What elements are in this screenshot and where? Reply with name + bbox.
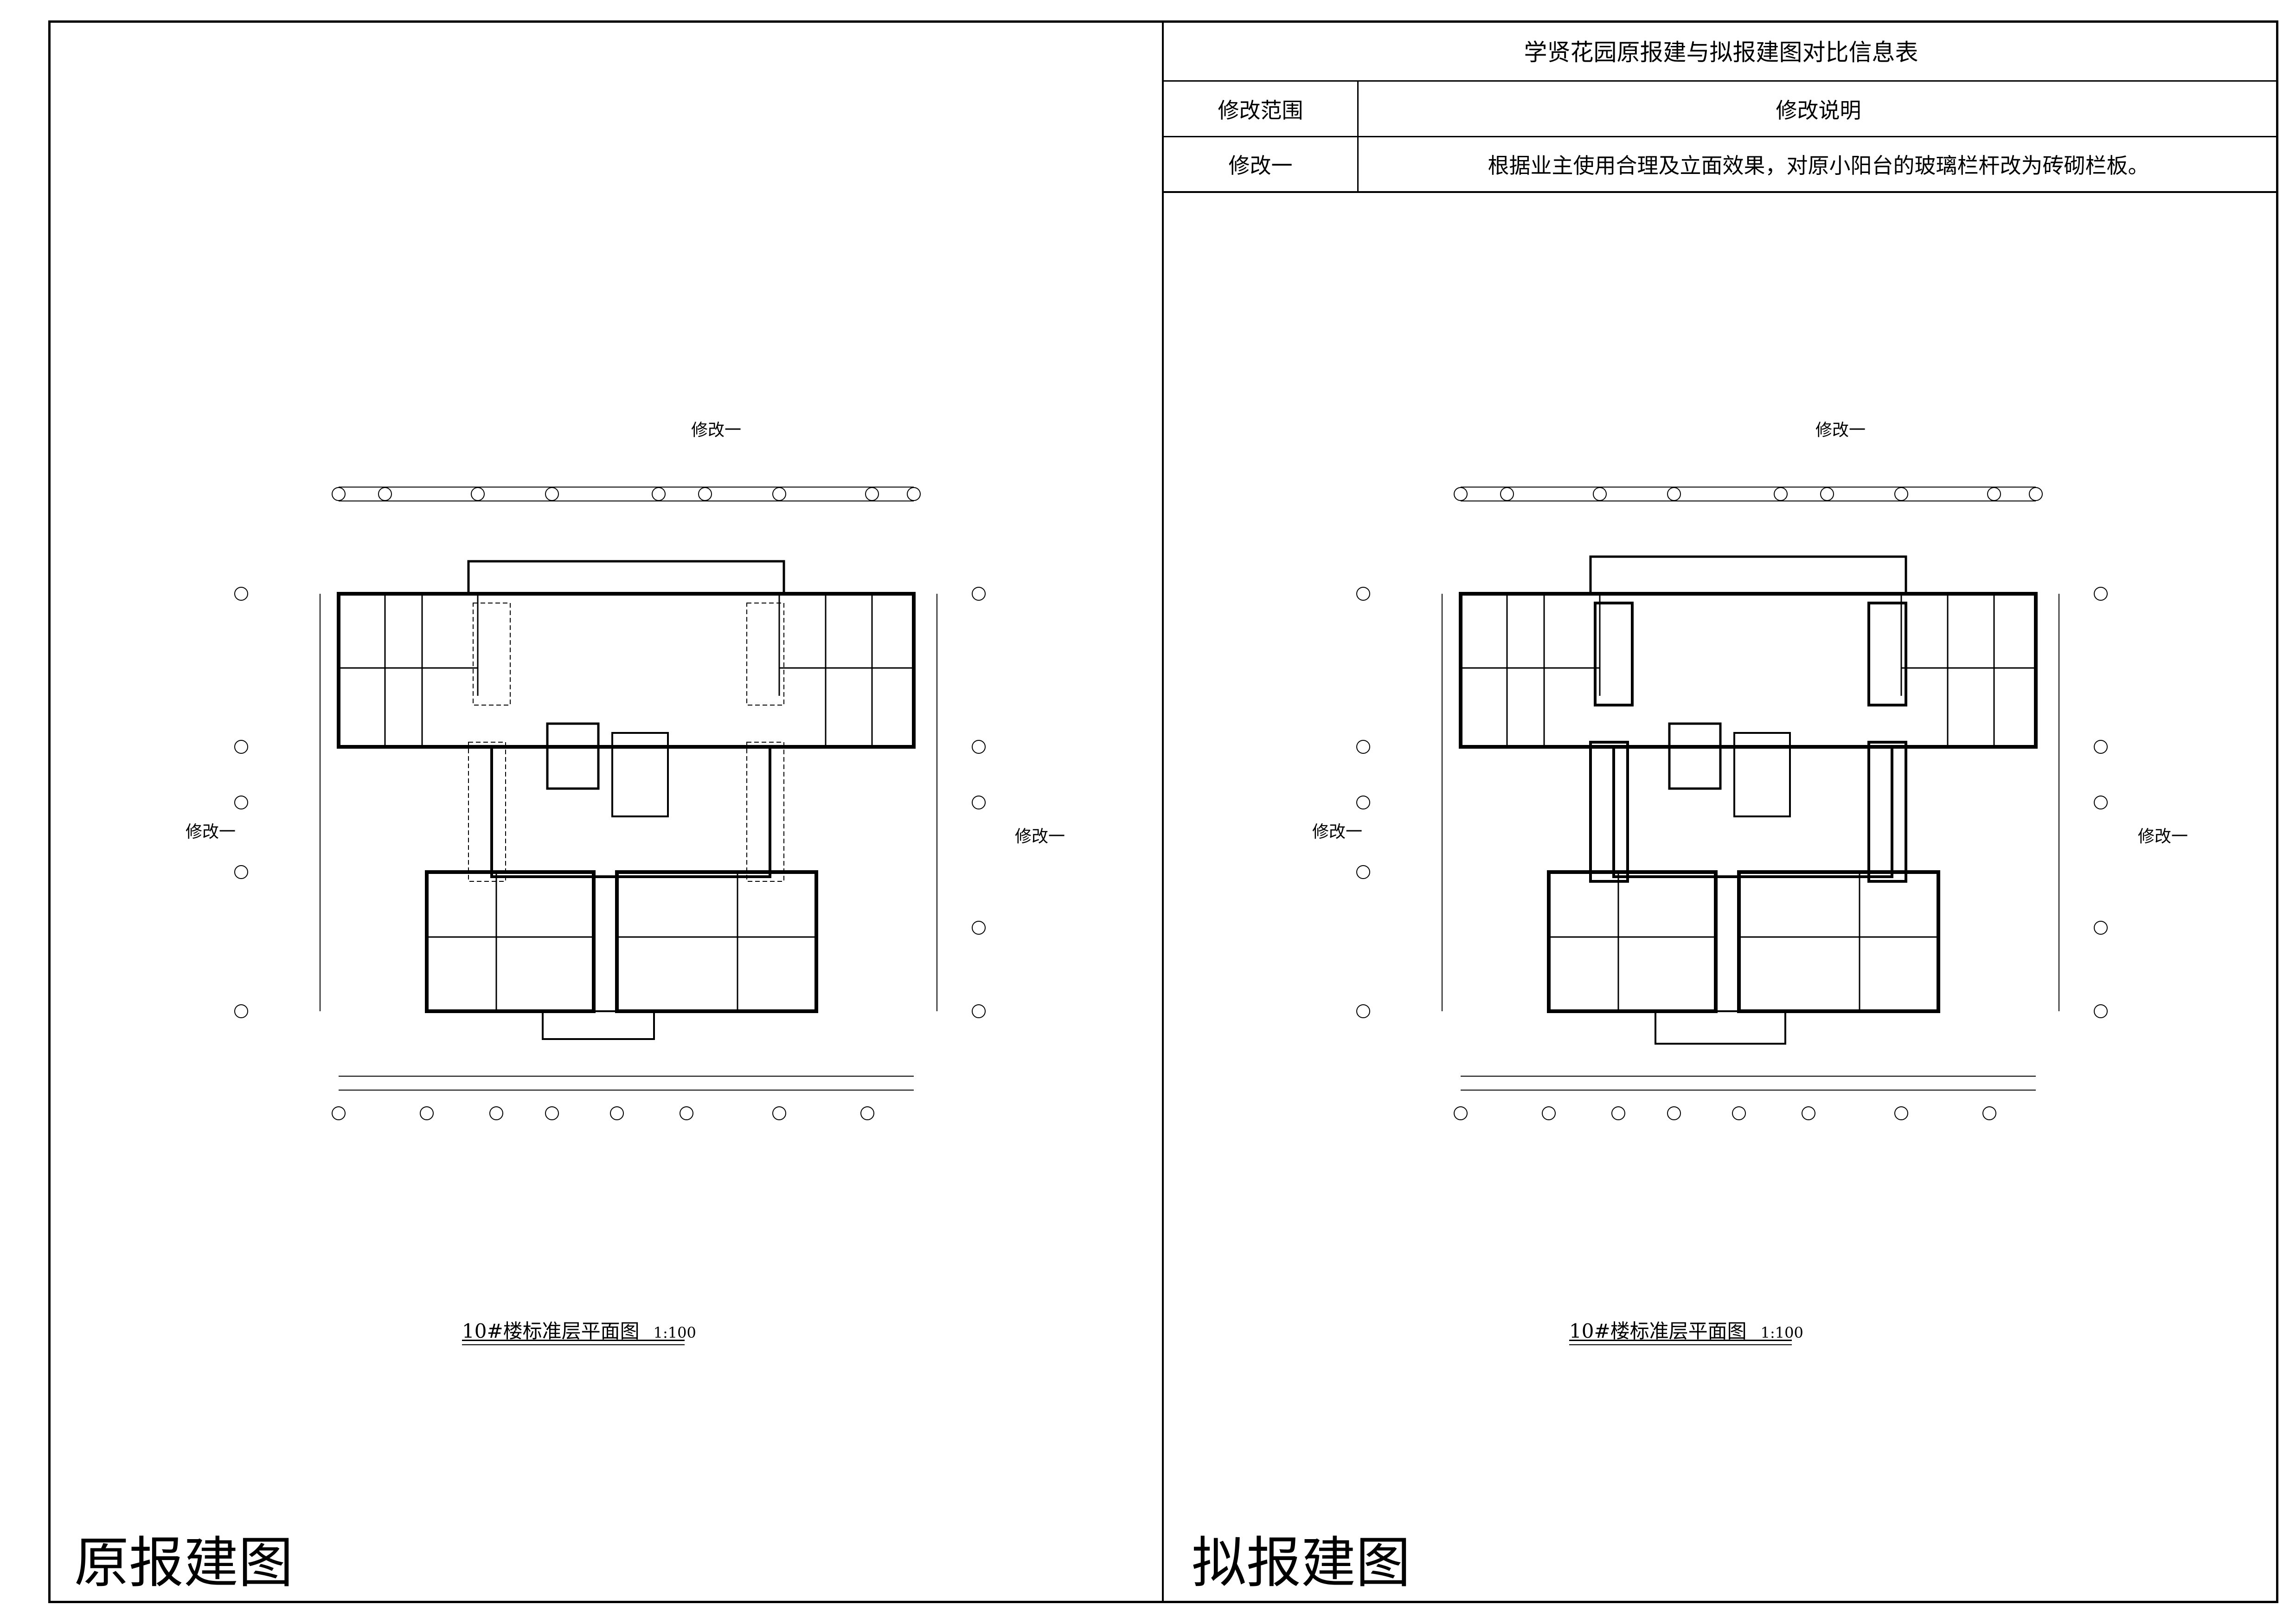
table-title-row: 学贤花园原报建与拟报建图对比信息表 [1164,20,2278,82]
comparison-info-table: 学贤花园原报建与拟报建图对比信息表 修改范围 修改说明 修改一 根据业主使用合理… [1164,20,2278,193]
left-panel-label: 原报建图 [74,1531,294,1595]
left-callout-top: 修改一 [691,421,742,440]
row-range: 修改一 [1228,153,1293,178]
right-title-underline [1569,1340,1792,1341]
header-range: 修改范围 [1218,97,1303,123]
right-callout-right: 修改一 [2138,827,2188,846]
right-callout-top: 修改一 [1815,421,1866,440]
right-panel-label: 拟报建图 [1192,1531,1411,1595]
table-title: 学贤花园原报建与拟报建图对比信息表 [1524,39,1918,66]
header-description: 修改说明 [1776,97,1861,123]
right-floor-plan [1356,487,2108,1120]
right-callout-left: 修改一 [1312,822,1363,841]
row-description: 根据业主使用合理及立面效果，对原小阳台的玻璃栏杆改为砖砌栏板。 [1488,153,2149,178]
panel-divider [1162,20,1164,1603]
left-callout-right: 修改一 [1015,827,1065,846]
left-callout-left: 修改一 [186,822,236,841]
left-floor-plan [234,487,986,1120]
table-header-row: 修改范围 修改说明 [1164,82,2278,137]
table-row: 修改一 根据业主使用合理及立面效果，对原小阳台的玻璃栏杆改为砖砌栏板。 [1164,137,2278,191]
left-title-underline [462,1340,685,1341]
